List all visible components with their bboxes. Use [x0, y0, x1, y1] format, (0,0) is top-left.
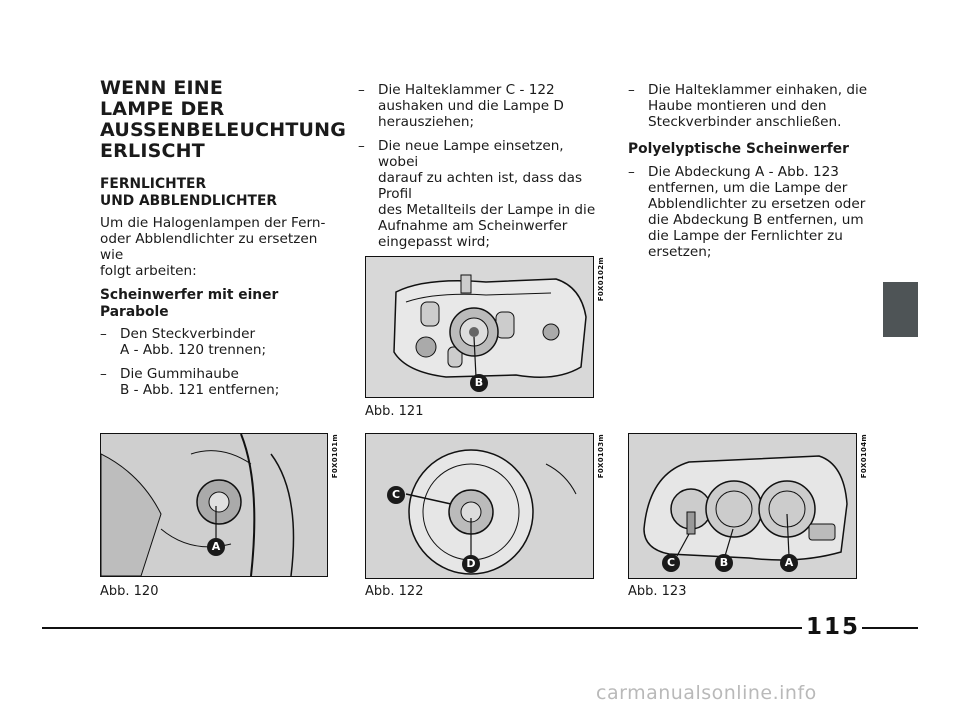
page-number: 115 [806, 614, 861, 640]
figure-caption: Abb. 123 [628, 584, 687, 599]
callout-label-c: C [662, 554, 680, 572]
figure-123-polyelliptic: C B A [628, 433, 857, 579]
figure-122-bulb-clip: C D [365, 433, 594, 579]
figure-caption: Abb. 121 [365, 404, 424, 419]
chapter-tab [883, 282, 918, 337]
section-heading-polyelyptisch: Polyelyptische Scheinwerfer [628, 141, 849, 157]
callout-label-b: B [715, 554, 733, 572]
figure-caption: Abb. 122 [365, 584, 424, 599]
callout-label-a: A [780, 554, 798, 572]
callout-label-b: B [470, 374, 488, 392]
footer-rule-left [42, 627, 802, 629]
figure-caption: Abb. 120 [100, 584, 159, 599]
figure-code: F0X0101m [331, 434, 339, 479]
callout-label-d: D [462, 555, 480, 573]
figure-120-connector: A [100, 433, 328, 577]
figure-code: F0X0104m [860, 434, 868, 479]
figure-121-headlamp: B [365, 256, 594, 398]
footer-rule-right [862, 627, 918, 629]
watermark: carmanualsonline.info [596, 682, 817, 704]
figure-code: F0X0103m [597, 434, 605, 479]
intro-paragraph: Um die Halogenlampen der Fern-oder Abble… [100, 215, 326, 279]
figure-code: F0X0102m [597, 257, 605, 302]
callout-label-c: C [387, 486, 405, 504]
callout-label-a: A [207, 538, 225, 556]
